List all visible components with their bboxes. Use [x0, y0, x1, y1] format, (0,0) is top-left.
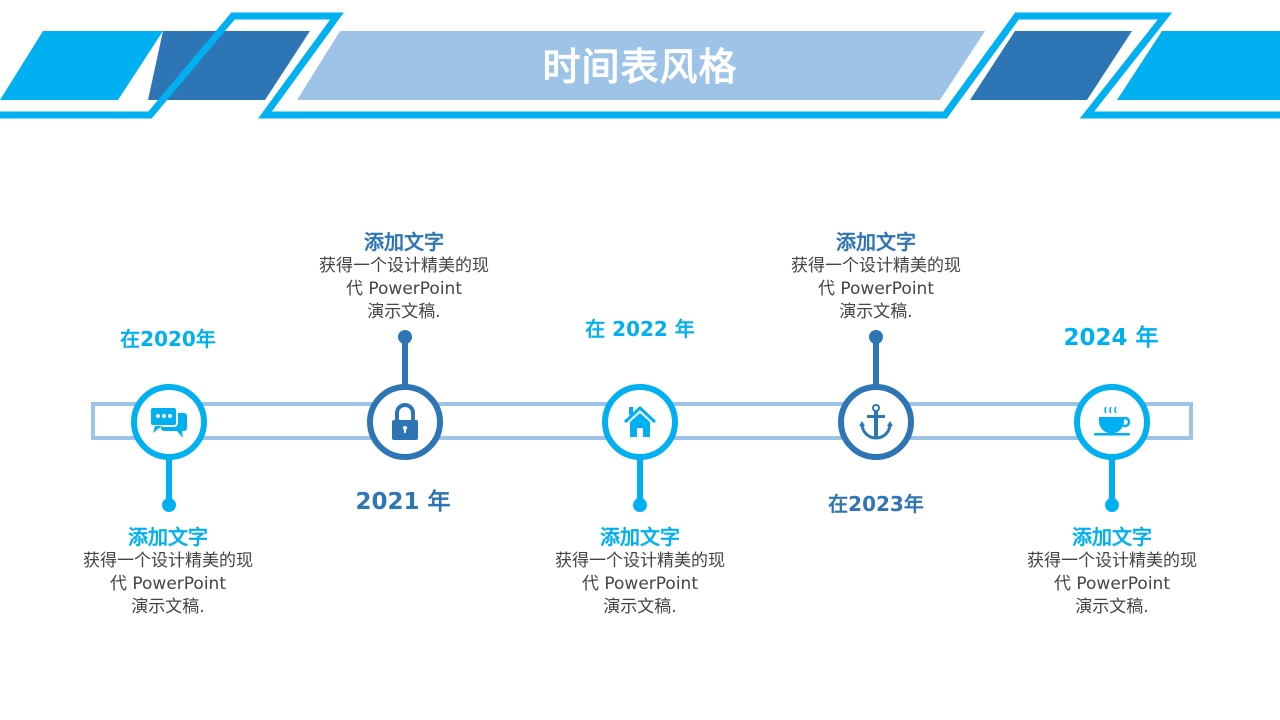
year-label: 在2023年	[828, 492, 924, 516]
connector-dot	[162, 498, 176, 512]
milestone-text: 添加文字 获得一个设计精美的现 代 PowerPoint 演示文稿.	[294, 229, 514, 324]
anchor-icon	[859, 404, 893, 440]
connector	[166, 454, 172, 504]
year-label: 2021 年	[355, 489, 451, 515]
connector-dot	[633, 498, 647, 512]
milestone-2023	[838, 384, 914, 460]
connector-dot	[1105, 498, 1119, 512]
milestone-2022	[602, 384, 678, 460]
milestone-body: 演示文稿.	[131, 597, 205, 617]
connector	[1109, 454, 1115, 504]
milestone-body: 代 PowerPoint	[345, 279, 462, 299]
milestone-body: 演示文稿.	[1075, 597, 1149, 617]
connector-dot	[869, 330, 883, 344]
connector-dot	[398, 330, 412, 344]
milestone-text: 添加文字 获得一个设计精美的现 代 PowerPoint 演示文稿.	[766, 229, 986, 324]
milestone-body: 代 PowerPoint	[109, 574, 226, 594]
milestone-heading: 添加文字	[128, 525, 208, 549]
milestone-2021	[367, 384, 443, 460]
milestone-heading: 添加文字	[600, 525, 680, 549]
milestone-heading: 添加文字	[836, 230, 916, 254]
milestone-heading: 添加文字	[1072, 525, 1152, 549]
milestone-body: 获得一个设计精美的现	[1027, 551, 1197, 571]
milestone-body: 演示文稿.	[603, 597, 677, 617]
milestone-2020	[131, 384, 207, 460]
milestone-body: 获得一个设计精美的现	[83, 551, 253, 571]
coffee-cup-icon	[1094, 406, 1131, 436]
milestone-body: 获得一个设计精美的现	[555, 551, 725, 571]
milestone-body: 代 PowerPoint	[581, 574, 698, 594]
header-decoration	[0, 12, 1280, 119]
page-title: 时间表风格	[542, 45, 738, 89]
connector	[637, 454, 643, 504]
milestone-text: 添加文字 获得一个设计精美的现 代 PowerPoint 演示文稿.	[530, 524, 750, 619]
milestone-body: 演示文稿.	[839, 302, 913, 322]
milestone-heading: 添加文字	[364, 230, 444, 254]
milestone-body: 演示文稿.	[367, 302, 441, 322]
milestone-body: 代 PowerPoint	[817, 279, 934, 299]
year-label: 在 2022 年	[585, 317, 695, 341]
milestone-body: 获得一个设计精美的现	[319, 256, 489, 276]
lock-icon	[392, 403, 418, 440]
year-label: 在2020年	[120, 327, 216, 351]
milestone-2024	[1074, 384, 1150, 460]
milestone-text: 添加文字 获得一个设计精美的现 代 PowerPoint 演示文稿.	[58, 524, 278, 619]
year-label: 2024 年	[1063, 325, 1159, 351]
milestone-body: 代 PowerPoint	[1053, 574, 1170, 594]
milestone-text: 添加文字 获得一个设计精美的现 代 PowerPoint 演示文稿.	[1002, 524, 1222, 619]
milestone-body: 获得一个设计精美的现	[791, 256, 961, 276]
connector	[402, 340, 408, 390]
home-icon	[623, 405, 657, 437]
connector	[873, 340, 879, 390]
chat-bubbles-icon	[149, 406, 187, 438]
